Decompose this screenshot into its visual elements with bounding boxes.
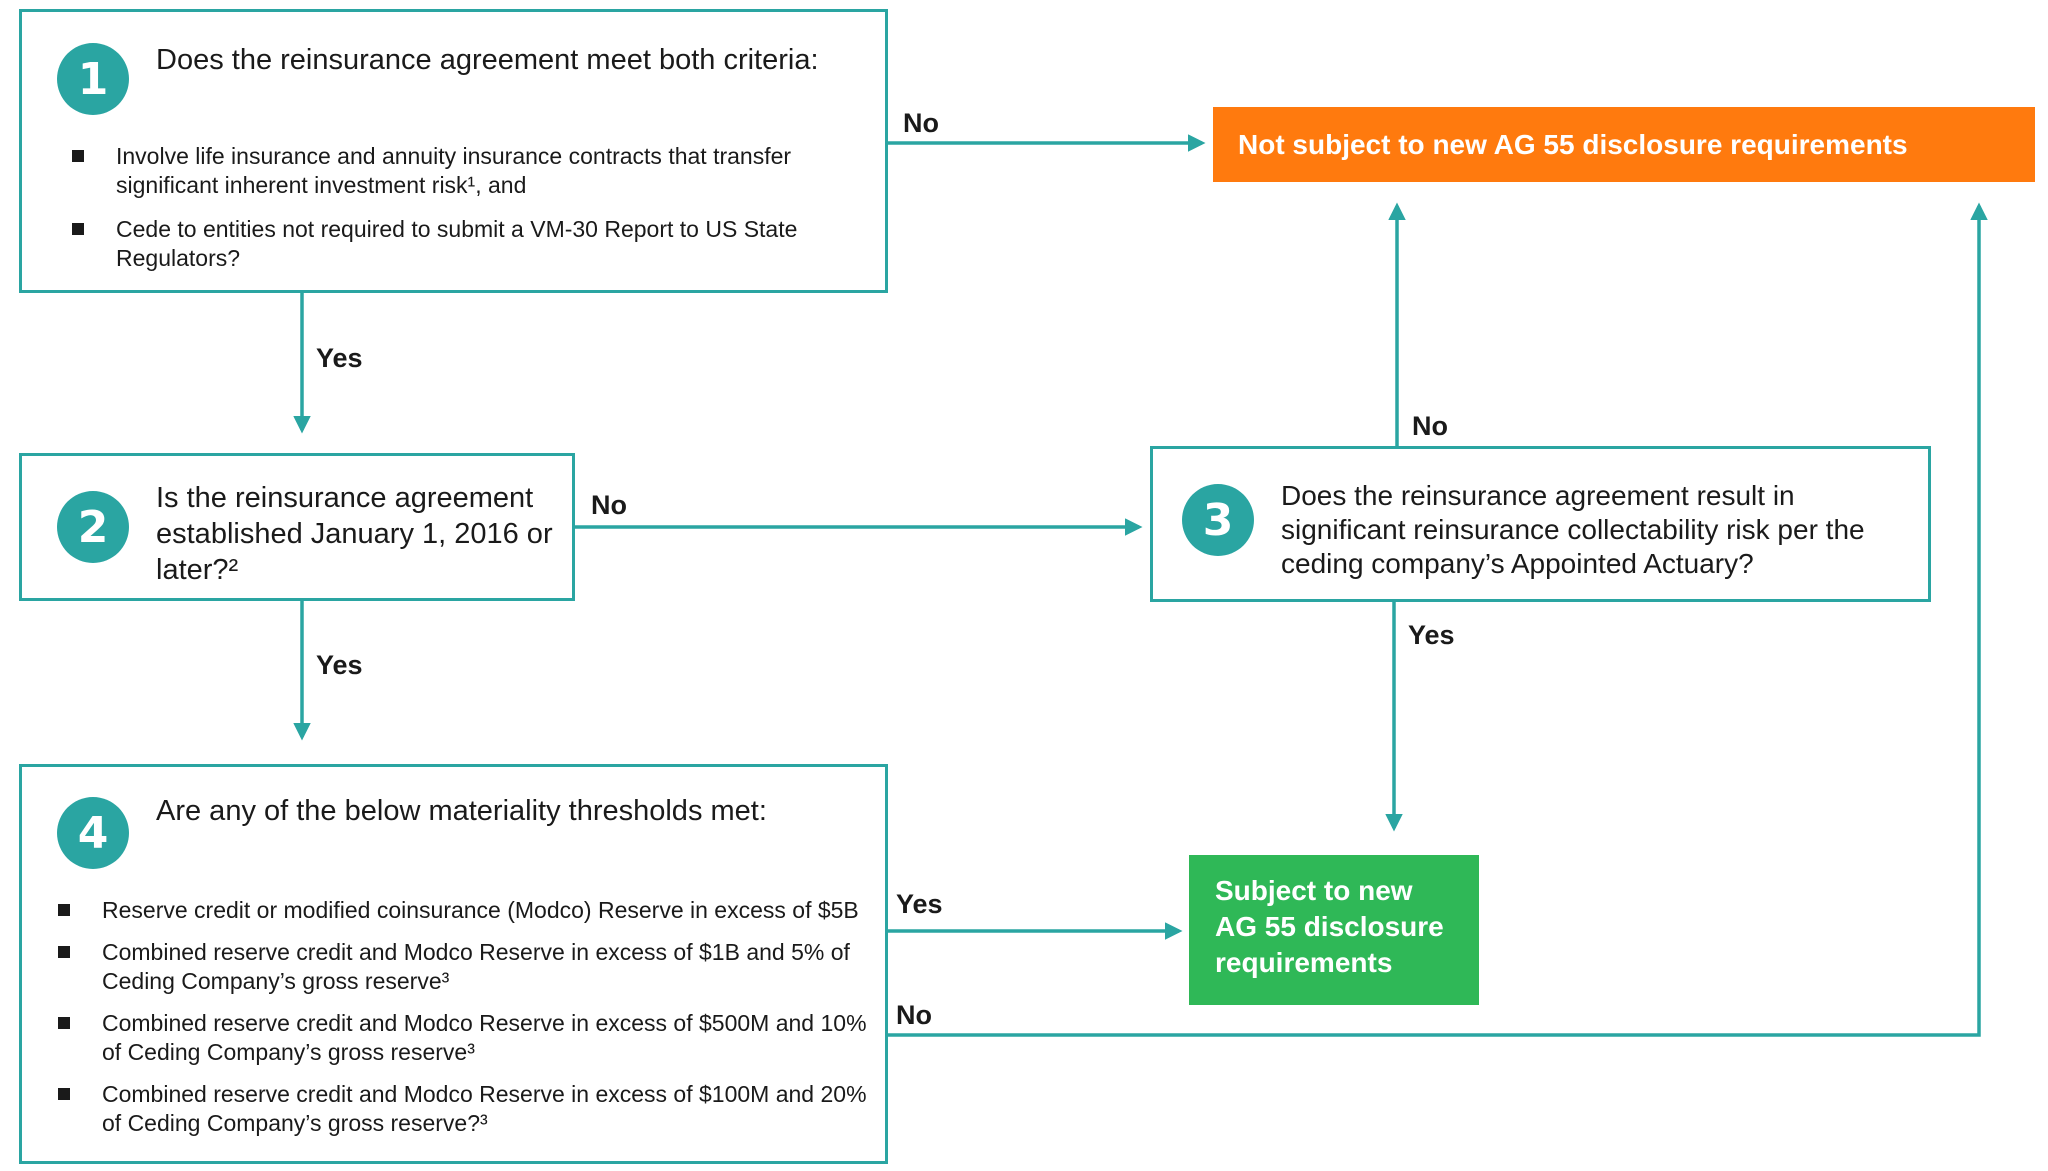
bullet-square-icon bbox=[58, 1088, 70, 1100]
question-1-text: Does the reinsurance agreement meet both… bbox=[156, 44, 819, 76]
bullet-square-icon bbox=[72, 223, 84, 235]
step-badge-3: 3 bbox=[1182, 484, 1254, 556]
list-item: Combined reserve credit and Modco Reserv… bbox=[58, 1009, 868, 1067]
step-badge-4: 4 bbox=[57, 797, 129, 869]
question-box-4: 4 Are any of the below materiality thres… bbox=[19, 764, 888, 1164]
question-box-1: 1 Does the reinsurance agreement meet bo… bbox=[19, 9, 888, 293]
label-q3-no: No bbox=[1412, 411, 1448, 441]
arrow-q4-no bbox=[888, 202, 1988, 1037]
criteria-list: Involve life insurance and annuity insur… bbox=[72, 142, 852, 273]
step-badge-2: 2 bbox=[57, 491, 129, 563]
subject-result: Subject to new AG 55 disclosure requirem… bbox=[1189, 855, 1479, 1005]
bullet-square-icon bbox=[72, 150, 84, 162]
question-3-text: Does the reinsurance agreement result in… bbox=[1281, 480, 1865, 579]
thresholds-list: Reserve credit or modified coinsurance (… bbox=[58, 896, 868, 1138]
list-item: Combined reserve credit and Modco Reserv… bbox=[58, 938, 868, 996]
bullet-square-icon bbox=[58, 946, 70, 958]
list-item: Involve life insurance and annuity insur… bbox=[72, 142, 852, 200]
step-badge-1: 1 bbox=[57, 43, 129, 115]
bullet-square-icon bbox=[58, 904, 70, 916]
label-q4-yes: Yes bbox=[896, 889, 943, 919]
list-item: Combined reserve credit and Modco Reserv… bbox=[58, 1080, 868, 1138]
bullet-square-icon bbox=[58, 1017, 70, 1029]
label-q2-no: No bbox=[591, 490, 627, 520]
question-4-text: Are any of the below materiality thresho… bbox=[156, 795, 767, 827]
label-q3-yes: Yes bbox=[1408, 620, 1455, 650]
label-q4-no: No bbox=[896, 1000, 932, 1030]
question-2-text: Is the reinsurance agreement established… bbox=[156, 482, 553, 586]
not-subject-result: Not subject to new AG 55 disclosure requ… bbox=[1213, 107, 2035, 182]
label-q1-no: No bbox=[903, 108, 939, 138]
label-q1-yes: Yes bbox=[316, 343, 363, 373]
question-box-2: 2 Is the reinsurance agreement establish… bbox=[19, 453, 575, 601]
list-item: Reserve credit or modified coinsurance (… bbox=[58, 896, 868, 925]
question-box-3: 3 Does the reinsurance agreement result … bbox=[1150, 446, 1931, 602]
label-q2-yes: Yes bbox=[316, 650, 363, 680]
list-item: Cede to entities not required to submit … bbox=[72, 215, 852, 273]
